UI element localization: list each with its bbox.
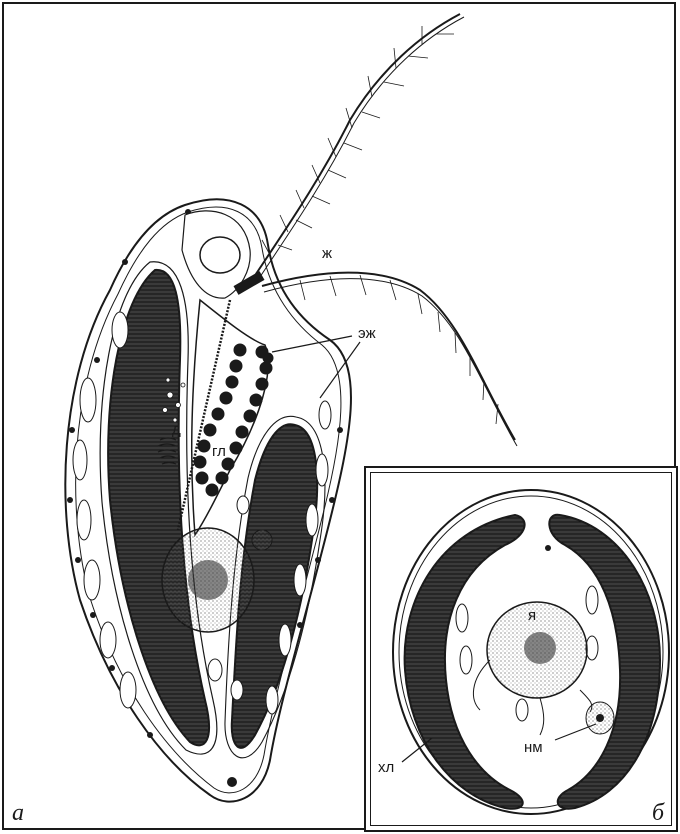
label-nucleomorph: нм	[524, 739, 543, 756]
nucleolus-b	[524, 632, 556, 664]
label-chloroplast: хл	[378, 759, 394, 776]
label-nucleus: я	[528, 607, 536, 624]
panel-label-b: б	[652, 800, 665, 826]
